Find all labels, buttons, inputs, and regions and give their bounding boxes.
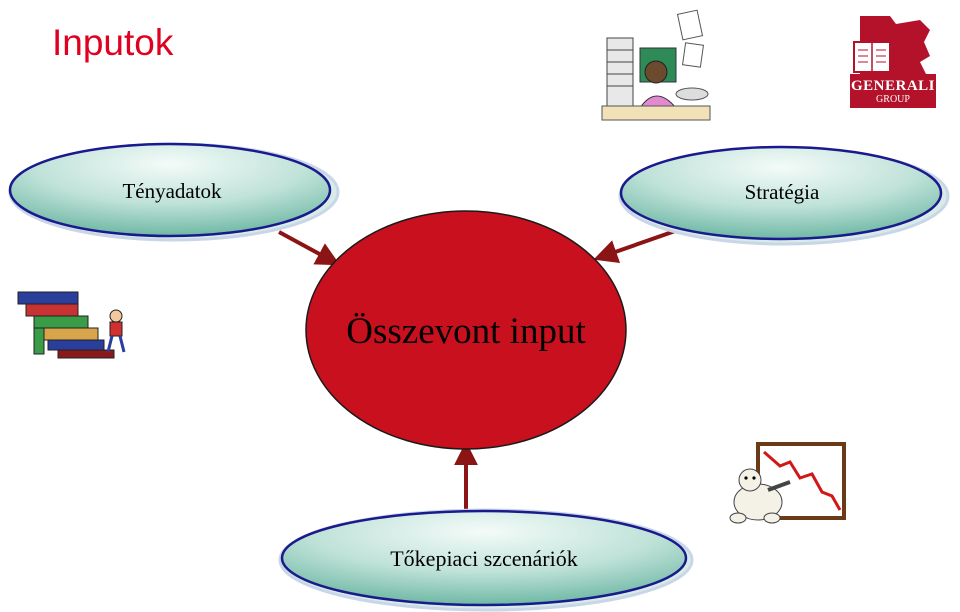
node-scenarios: Tőkepiaci szcenáriók [278,508,694,612]
office-worker-clipart [601,9,711,121]
falling-chart-clipart [729,442,846,524]
slide-title: Inputok [52,22,174,63]
node-center: Összevont input [305,210,627,450]
books-clipart [17,291,126,359]
label-facts: Tényadatok [122,179,222,203]
label-strategy: Stratégia [745,180,820,204]
label-scenarios: Tőkepiaci szcenáriók [390,546,578,571]
node-facts: Tényadatok [8,142,340,242]
logo-brand: GENERALI [850,78,936,94]
generali-logo: GENERALI GROUP [850,12,936,108]
arrow-strategy-to-center [593,228,679,263]
lion-emblem-icon [850,16,936,108]
node-strategy: Stratégia [618,145,950,246]
label-center: Összevont input [346,311,586,352]
logo-group: GROUP [876,94,910,105]
arrow-facts-to-center [278,230,341,266]
